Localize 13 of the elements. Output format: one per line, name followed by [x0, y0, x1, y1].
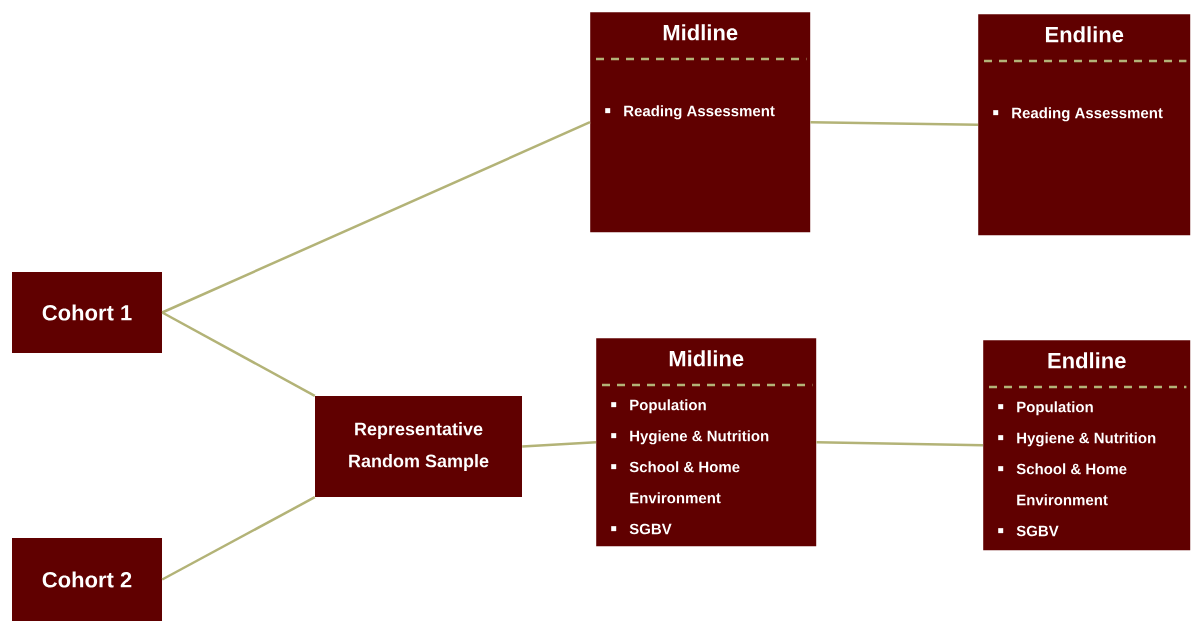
connector-line [161, 496, 316, 581]
stage-box: Endline Reading Assessment [978, 14, 1191, 236]
connector-line [522, 440, 597, 448]
stage-box: Midline Reading Assessment [590, 12, 811, 233]
sample-box: Representative Random Sample [315, 396, 522, 497]
stage-box: Endline Population Hygiene & Nutrition School & Home Environment SGBV [983, 340, 1191, 551]
connector-line [161, 121, 591, 314]
cohort-box: Cohort 1 [12, 272, 162, 353]
connector-line [816, 440, 984, 447]
cohort-box: Cohort 2 [12, 538, 162, 621]
stage-box: Midline Population Hygiene & Nutrition School & Home Environment SGBV [596, 338, 817, 547]
connector-line [810, 120, 979, 126]
connector-line [161, 311, 316, 397]
